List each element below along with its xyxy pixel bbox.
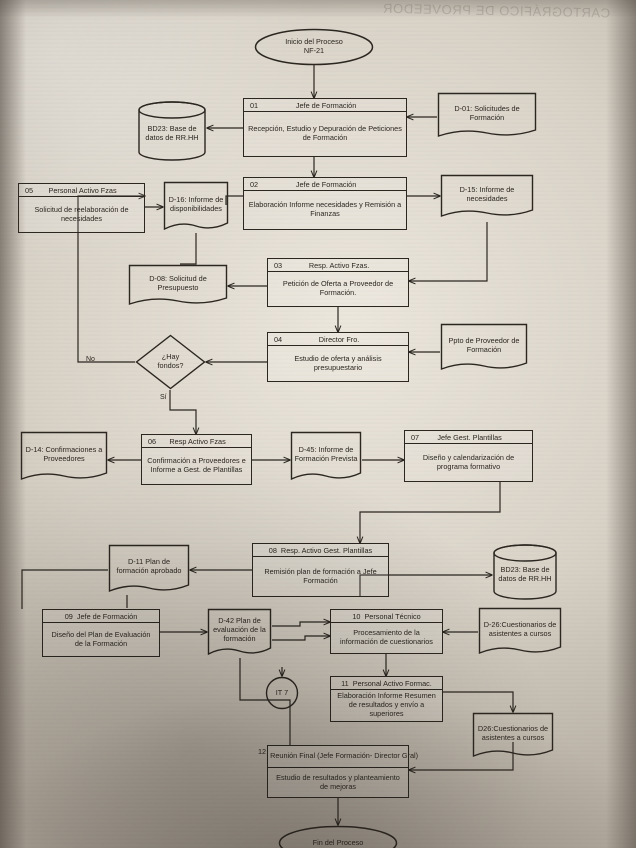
document-d26-top-label: D-26:Cuestionarios de asistentes a curso… bbox=[483, 619, 557, 638]
database-bd23-bottom: BD23: Base de datos de RR.HH bbox=[492, 543, 558, 601]
activity-07-number: 07 bbox=[411, 432, 420, 442]
activity-12[interactable]: 12 Reunión Final (Jefe Formación- Direct… bbox=[258, 745, 418, 798]
activity-06[interactable]: 06 Resp Activo Fzas Confirmación a Prove… bbox=[141, 434, 252, 485]
activity-01-number: 01 bbox=[250, 100, 259, 110]
activity-05-number: 05 bbox=[25, 185, 34, 195]
start-label-line2: NF-21 bbox=[303, 46, 325, 55]
activity-05-text: Solicitud de reelaboración de necesidade… bbox=[34, 204, 129, 223]
connector-it7-label: IT 7 bbox=[275, 687, 289, 697]
document-presupuesto-proveedor-label: Ppto de Proveedor de Formación bbox=[448, 335, 520, 354]
activity-11-text: Elaboración Informe Resumen de resultado… bbox=[337, 691, 436, 718]
document-d26-top: D-26:Cuestionarios de asistentes a curso… bbox=[478, 607, 562, 657]
activity-01-role: Jefe de Formación bbox=[295, 100, 357, 110]
activity-04-role: Director Fro. bbox=[318, 334, 360, 344]
activity-09-role: Jefe de Formación bbox=[76, 611, 138, 621]
activity-01[interactable]: 01 Jefe de Formación Recepción, Estudio … bbox=[243, 98, 407, 157]
document-d14-label: D-14: Confirmaciones a Proveedores bbox=[25, 444, 103, 463]
activity-11[interactable]: 11 Personal Activo Formac. Elaboración I… bbox=[330, 676, 443, 722]
document-d01-label: D-01: Solicitudes de Formación bbox=[454, 103, 520, 122]
activity-04-text: Estudio de oferta y análisis presupuesta… bbox=[294, 353, 382, 372]
document-d08: D-08: Solicitud de Presupuesto bbox=[128, 264, 228, 308]
document-d16-label: D-16: Informe de disponibilidades bbox=[168, 194, 224, 213]
database-bd23-bottom-label: BD23: Base de datos de RR.HH bbox=[498, 564, 552, 583]
document-d16: D-16: Informe de disponibilidades bbox=[163, 181, 229, 233]
document-d15: D-15: Informe de necesidades bbox=[440, 174, 534, 220]
activity-06-role: Resp Activo Fzas bbox=[169, 436, 226, 446]
document-d01: D-01: Solicitudes de Formación bbox=[437, 92, 537, 140]
document-d11: D-11 Plan de formación aprobado bbox=[108, 544, 190, 595]
start-terminator: Inicio del Proceso NF-21 bbox=[254, 28, 374, 66]
activity-02[interactable]: 02 Jefe de Formación Elaboración Informe… bbox=[243, 177, 407, 230]
document-d14: D-14: Confirmaciones a Proveedores bbox=[20, 431, 108, 483]
activity-08-number: 08 bbox=[268, 545, 277, 555]
activity-11-number: 11 bbox=[341, 678, 349, 688]
activity-10-text: Procesamiento de la información de cuest… bbox=[340, 628, 433, 646]
end-terminator: Fin del Proceso bbox=[278, 825, 398, 848]
document-d26-bottom-label: D26:Cuestionarios de asistentes a cursos bbox=[477, 723, 549, 742]
activity-02-text: Elaboración Informe necesidades y Remisi… bbox=[248, 200, 402, 218]
activity-10[interactable]: 10 Personal Técnico Procesamiento de la … bbox=[330, 609, 443, 654]
activity-09-text: Diseño del Plan de Evaluación de la Form… bbox=[51, 629, 151, 648]
activity-06-text: Confirmación a Proveedores e Informe a G… bbox=[147, 456, 246, 474]
document-d45-label: D-45: Informe de Formación Prevista bbox=[294, 444, 358, 463]
document-presupuesto-proveedor: Ppto de Proveedor de Formación bbox=[440, 323, 528, 373]
activity-05-role: Personal Activo Fzas bbox=[48, 185, 117, 195]
database-bd23-top-label: BD23: Base de datos de RR.HH bbox=[145, 123, 199, 142]
activity-11-role: Personal Activo Formac. bbox=[352, 678, 432, 688]
document-d15-label: D-15: Informe de necesidades bbox=[459, 184, 515, 203]
document-d45: D-45: Informe de Formación Prevista bbox=[290, 431, 362, 483]
document-d11-label: D-11 Plan de formación aprobado bbox=[116, 557, 182, 575]
end-label: Fin del Proceso bbox=[312, 837, 364, 847]
edge-label-no: No bbox=[86, 356, 95, 363]
activity-03-number: 03 bbox=[274, 260, 283, 270]
activity-02-number: 02 bbox=[250, 179, 259, 189]
document-d42-label: D-42 Plan de evaluación de la formación bbox=[213, 616, 266, 643]
activity-07[interactable]: 07 Jefe Gest. Plantillas Diseño y calend… bbox=[404, 430, 533, 482]
activity-10-number: 10 bbox=[352, 611, 361, 621]
activity-07-role: Jefe Gest. Plantillas bbox=[437, 432, 502, 442]
activity-01-text: Recepción, Estudio y Depuración de Petic… bbox=[248, 124, 402, 142]
activity-05[interactable]: 05 Personal Activo Fzas Solicitud de ree… bbox=[18, 183, 145, 233]
activity-03-text: Petición de Oferta a Proveedor de Formac… bbox=[282, 279, 394, 297]
activity-08-text: Remisión plan de formación a Jefe Formac… bbox=[264, 566, 377, 585]
document-d08-label: D-08: Solicitud de Presupuesto bbox=[149, 273, 207, 292]
activity-03[interactable]: 03 Resp. Activo Fzas. Petición de Oferta… bbox=[267, 258, 409, 307]
activity-09-number: 09 bbox=[64, 611, 73, 621]
activity-07-text: Diseño y calendarización de programa for… bbox=[422, 452, 515, 471]
activity-03-role: Resp. Activo Fzas. bbox=[308, 260, 370, 270]
activity-10-role: Personal Técnico bbox=[364, 611, 421, 621]
activity-08-role: Resp. Activo Gest. Plantillas bbox=[280, 545, 373, 555]
activity-04[interactable]: 04 Director Fro. Estudio de oferta y aná… bbox=[267, 332, 409, 382]
activity-06-number: 06 bbox=[148, 436, 157, 446]
activity-08[interactable]: 08 Resp. Activo Gest. Plantillas Remisió… bbox=[252, 543, 389, 597]
connector-it7: IT 7 bbox=[265, 676, 299, 710]
activity-02-role: Jefe de Formación bbox=[295, 179, 357, 189]
activity-12-number: 12 bbox=[257, 747, 267, 756]
database-bd23-top: BD23: Base de datos de RR.HH bbox=[137, 100, 207, 162]
activity-09[interactable]: 09 Jefe de Formación Diseño del Plan de … bbox=[42, 609, 160, 657]
document-d42: D-42 Plan de evaluación de la formación bbox=[207, 608, 272, 658]
activity-12-role: Reunión Final (Jefe Formación- Director … bbox=[270, 751, 419, 761]
edge-label-si: Sí bbox=[160, 394, 167, 401]
activity-12-text: Estudio de resultados y planteamiento de… bbox=[276, 772, 400, 791]
activity-04-number: 04 bbox=[274, 334, 283, 344]
decision-hay-fondos[interactable]: ¿Hay fondos? bbox=[135, 334, 206, 390]
document-d26-bottom: D26:Cuestionarios de asistentes a cursos bbox=[472, 712, 554, 760]
decision-label-line2: fondos? bbox=[157, 361, 184, 370]
